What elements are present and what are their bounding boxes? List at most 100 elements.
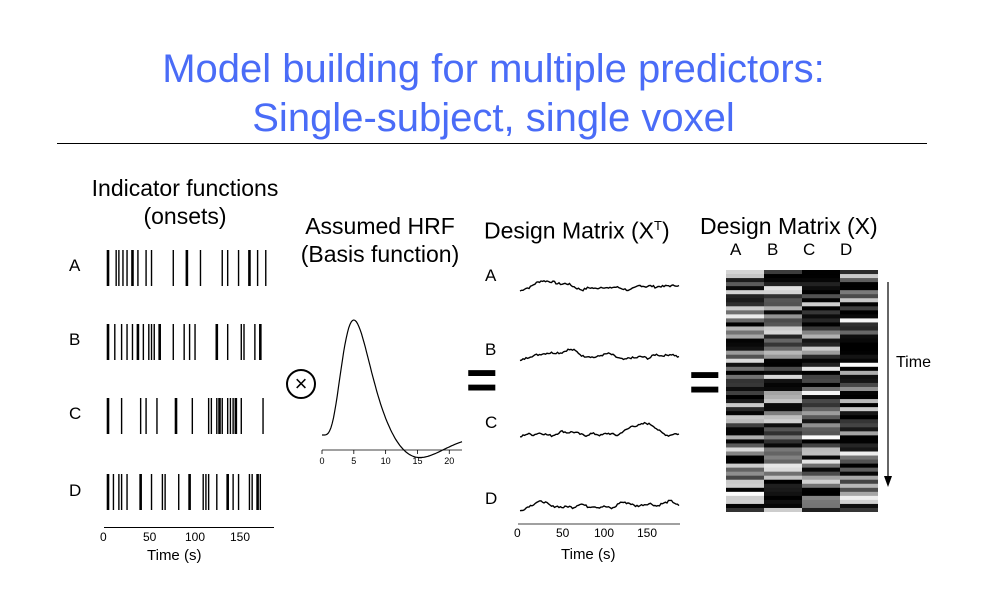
design-matrix-cell <box>764 354 802 360</box>
design-matrix-cell <box>726 274 764 279</box>
hrf-x-tick-label: 15 <box>412 456 422 466</box>
design-matrix-cell <box>726 399 764 404</box>
design-matrix-cell <box>726 338 764 344</box>
design-t-heading-sup: T <box>653 218 662 233</box>
design-matrix-cell <box>764 350 802 356</box>
design-matrix-cell <box>840 346 878 352</box>
design-t-plot <box>518 280 680 525</box>
design-matrix-cell <box>726 491 764 497</box>
indicator-x-tick: 150 <box>230 530 251 544</box>
design-matrix-cell <box>840 274 878 279</box>
design-matrix-cell <box>764 286 802 291</box>
design-matrix-cell <box>840 282 878 287</box>
design-matrix-cell <box>840 342 878 348</box>
design-matrix-cell <box>802 290 840 295</box>
design-matrix-cell <box>802 322 840 327</box>
design-matrix-cell <box>840 447 878 452</box>
design-matrix-cell <box>840 419 878 424</box>
design-matrix-cell <box>840 439 878 444</box>
design-matrix-cell <box>802 306 840 311</box>
design-matrix-cell <box>840 294 878 299</box>
design-matrix-cell <box>840 487 878 493</box>
design-matrix-cell <box>840 479 878 485</box>
design-matrix-cell <box>840 366 878 372</box>
design-matrix-cell <box>840 350 878 356</box>
design-matrix-cell <box>802 298 840 303</box>
design-matrix-cell <box>764 439 802 444</box>
design-matrix-cell <box>726 358 764 364</box>
design-t-heading-close: ) <box>661 217 670 244</box>
design-matrix-cell <box>840 298 878 303</box>
design-matrix-cell <box>764 395 802 400</box>
design-matrix-cell <box>840 382 878 388</box>
design-matrix-cell <box>726 322 764 327</box>
design-matrix-cell <box>726 487 764 493</box>
design-matrix-cell <box>840 423 878 428</box>
design-matrix-cell <box>764 391 802 396</box>
design-matrix-cell <box>802 411 840 416</box>
design-matrix-cell <box>764 471 802 477</box>
design-matrix-cell <box>726 374 764 380</box>
title-divider <box>57 143 927 144</box>
design-col-label-c: C <box>803 240 816 259</box>
design-matrix-cell <box>802 399 840 404</box>
design-matrix-cell <box>840 310 878 315</box>
design-matrix-cell <box>764 415 802 420</box>
design-matrix-cell <box>764 330 802 336</box>
design-matrix-cell <box>840 499 878 505</box>
design-t-trace <box>519 421 680 438</box>
design-matrix-cell <box>802 439 840 444</box>
design-matrix-cell <box>726 419 764 424</box>
hrf-x-tick-label: 10 <box>381 456 391 466</box>
indicator-row-label-d: D <box>69 481 82 500</box>
design-matrix-cell <box>802 471 840 477</box>
design-matrix-cell <box>840 395 878 400</box>
design-matrix-cell <box>840 374 878 380</box>
design-matrix-cell <box>840 471 878 477</box>
design-t-trace <box>519 348 680 362</box>
design-matrix-cell <box>726 342 764 348</box>
design-matrix-cell <box>840 318 878 323</box>
design-matrix-cell <box>840 435 878 440</box>
design-matrix-cell <box>726 294 764 299</box>
design-t-row-label-c: C <box>485 413 498 432</box>
design-matrix-cell <box>802 294 840 299</box>
design-matrix-cell <box>726 447 764 452</box>
hrf-curve <box>322 319 463 459</box>
design-matrix-cell <box>726 366 764 372</box>
design-matrix-cell <box>726 459 764 465</box>
indicator-heading-line2: (onsets) <box>143 203 227 229</box>
design-t-heading: Design Matrix (XT) <box>484 212 694 245</box>
design-matrix-cell <box>764 278 802 283</box>
design-matrix-cell <box>726 499 764 505</box>
design-matrix-cell <box>726 310 764 315</box>
design-matrix-cell <box>764 322 802 327</box>
design-matrix-cell <box>840 431 878 436</box>
design-matrix-cell <box>726 278 764 283</box>
design-matrix-cell <box>726 378 764 384</box>
design-matrix-cell <box>802 366 840 372</box>
design-matrix-cell <box>802 350 840 356</box>
design-matrix-cell <box>840 455 878 461</box>
design-matrix-cell <box>764 290 802 295</box>
hrf-heading-line2: (Basis function) <box>300 241 460 267</box>
design-matrix-cell <box>726 455 764 461</box>
design-matrix-cell <box>726 463 764 469</box>
design-matrix-cell <box>802 507 840 512</box>
design-matrix-cell <box>764 294 802 299</box>
design-matrix-cell <box>802 455 840 461</box>
design-matrix-cell <box>764 370 802 376</box>
design-matrix-cell <box>764 386 802 392</box>
design-matrix-cell <box>802 487 840 493</box>
design-matrix-cell <box>840 290 878 295</box>
design-matrix-cell <box>764 411 802 416</box>
design-matrix-cell <box>802 483 840 489</box>
design-matrix-cell <box>802 326 840 331</box>
hrf-x-tick-label: 5 <box>351 456 356 466</box>
design-matrix-cell <box>726 415 764 420</box>
design-matrix-cell <box>840 286 878 291</box>
design-matrix-cell <box>764 491 802 497</box>
design-matrix-cell <box>840 391 878 396</box>
design-matrix-cell <box>764 495 802 501</box>
design-matrix-cell <box>764 431 802 436</box>
